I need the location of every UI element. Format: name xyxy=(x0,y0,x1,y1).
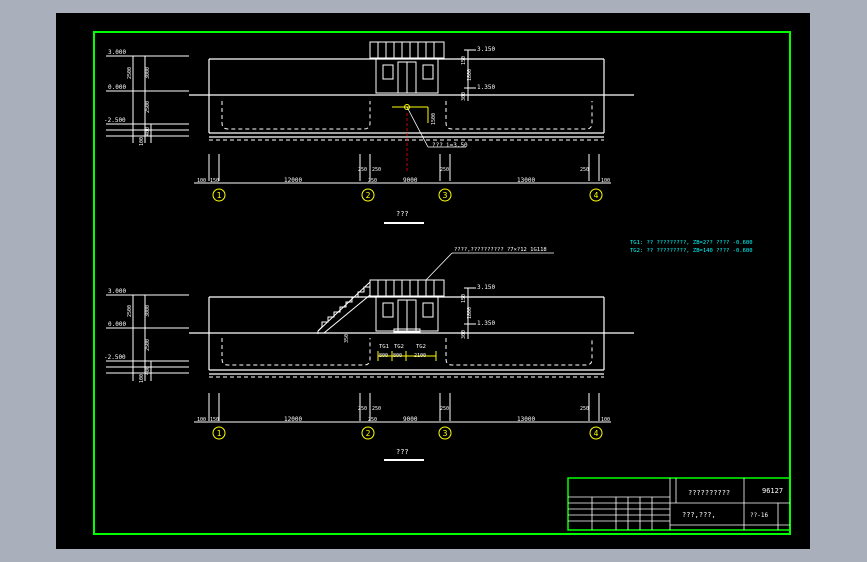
elevation1-title: ??? xyxy=(396,210,409,218)
axis-3-2: 3 xyxy=(443,429,448,438)
level-bottom-label: -2.500 xyxy=(104,117,126,124)
bottom-dim-2: 800 xyxy=(393,353,402,359)
small-dim-8-2: 100 xyxy=(601,417,610,423)
right-dim-3-2: 300 xyxy=(461,330,467,339)
level-ground-label: 0.000 xyxy=(108,84,126,91)
span-2: 9000 xyxy=(403,177,418,184)
dim-base2-2: 100 xyxy=(139,374,145,383)
opening-dim: 1500 xyxy=(431,113,437,125)
dim-base-2: 400 xyxy=(145,366,151,375)
project-name: ?????????? xyxy=(688,489,730,497)
small-dim-6-2: 250 xyxy=(368,417,377,423)
drawing-name: ???,???, xyxy=(682,511,716,519)
span-3: 13000 xyxy=(517,177,535,184)
dim-lower: 2500 xyxy=(145,101,151,113)
span-1: 12000 xyxy=(284,177,302,184)
elevation-drawing: 3.000 0.000 -2.500 3000 2500 2500 400 10… xyxy=(93,31,791,535)
dim-base2: 100 xyxy=(139,137,145,146)
small-dim-2: 150 xyxy=(210,178,219,184)
tg-label-1: TG1 xyxy=(379,344,389,350)
drawing-border xyxy=(93,31,791,535)
bottom-dim-1: 800 xyxy=(379,353,388,359)
level-top-label-2: 3.000 xyxy=(108,288,126,295)
small-dim-8: 100 xyxy=(601,178,610,184)
title-block: ?????????? 96127 ???,???, ??-16 xyxy=(567,477,791,531)
elevation-1: 3.000 0.000 -2.500 3000 2500 2500 400 10… xyxy=(104,41,634,224)
level-ground-label-2: 0.000 xyxy=(108,321,126,328)
small-dim-6: 250 xyxy=(368,178,377,184)
stair-dim: 350 xyxy=(344,334,350,343)
axis-1: 1 xyxy=(217,191,222,200)
sheet-number: ??-16 xyxy=(750,512,768,519)
right-level-window-2: 1.350 xyxy=(477,320,495,327)
notes: TG1: ?? ?????????, ZB=2?? ???? -0.600 TG… xyxy=(630,240,753,254)
small-dim-3-2: 250 xyxy=(358,406,367,412)
right-dim-1: 150 xyxy=(461,56,467,65)
drawing-number: 96127 xyxy=(762,487,783,495)
axis-3: 3 xyxy=(443,191,448,200)
note-line-1: TG1: ?? ?????????, ZB=2?? ???? -0.600 xyxy=(630,240,753,246)
right-dim-2-2: 1800 xyxy=(467,307,473,319)
cad-viewport[interactable]: 3.000 0.000 -2.500 3000 2500 2500 400 10… xyxy=(56,13,810,549)
dim-upper-2: 2500 xyxy=(127,305,133,317)
axis-2-2: 2 xyxy=(366,429,371,438)
dim-upper: 2500 xyxy=(127,67,133,79)
small-dim-4-2: 250 xyxy=(372,406,381,412)
elevation-2: 3.000 0.000 -2.500 3000 2500 2500 400 10… xyxy=(104,247,634,461)
bottom-dim-3: 2100 xyxy=(414,353,426,359)
axis-2: 2 xyxy=(366,191,371,200)
dim-total-2: 3000 xyxy=(145,305,151,317)
right-level-top-2: 3.150 xyxy=(477,284,495,291)
small-dim-5-2: 250 xyxy=(440,406,449,412)
level-top-label: 3.000 xyxy=(108,49,126,56)
dim-total: 3000 xyxy=(145,67,151,79)
small-dim-7-2: 250 xyxy=(580,406,589,412)
elevation2-title: ??? xyxy=(396,448,409,456)
callout-label: ??? xyxy=(432,142,443,149)
note-line-2: TG2: ?? ?????????, ZB=140 ???? -0.600 xyxy=(630,248,753,254)
tg-label-3: TG2 xyxy=(416,344,426,350)
level-bottom-label-2: -2.500 xyxy=(104,354,126,361)
small-dim-1: 100 xyxy=(197,178,206,184)
axis-1-2: 1 xyxy=(217,429,222,438)
small-dim-1-2: 100 xyxy=(197,417,206,423)
small-dim-7: 250 xyxy=(580,167,589,173)
right-level-window: 1.350 xyxy=(477,84,495,91)
right-level-top: 3.150 xyxy=(477,46,495,53)
small-dim-3: 250 xyxy=(358,167,367,173)
small-dim-4: 250 xyxy=(372,167,381,173)
stair-callout: ????,?????????? ?7×?12 1G118 xyxy=(454,247,547,253)
dim-lower-2: 2500 xyxy=(145,339,151,351)
right-dim-3: 300 xyxy=(461,92,467,101)
small-dim-5: 250 xyxy=(440,167,449,173)
span-1-2: 12000 xyxy=(284,416,302,423)
callout-value: i=3.50 xyxy=(446,142,468,149)
axis-4-2: 4 xyxy=(594,429,599,438)
right-dim-2: 1800 xyxy=(467,69,473,81)
span-2-2: 9000 xyxy=(403,416,418,423)
right-dim-1-2: 150 xyxy=(461,294,467,303)
axis-4: 4 xyxy=(594,191,599,200)
tg-label-2: TG2 xyxy=(394,344,404,350)
small-dim-2-2: 150 xyxy=(210,417,219,423)
dim-base: 400 xyxy=(145,127,151,136)
span-3-2: 13000 xyxy=(517,416,535,423)
